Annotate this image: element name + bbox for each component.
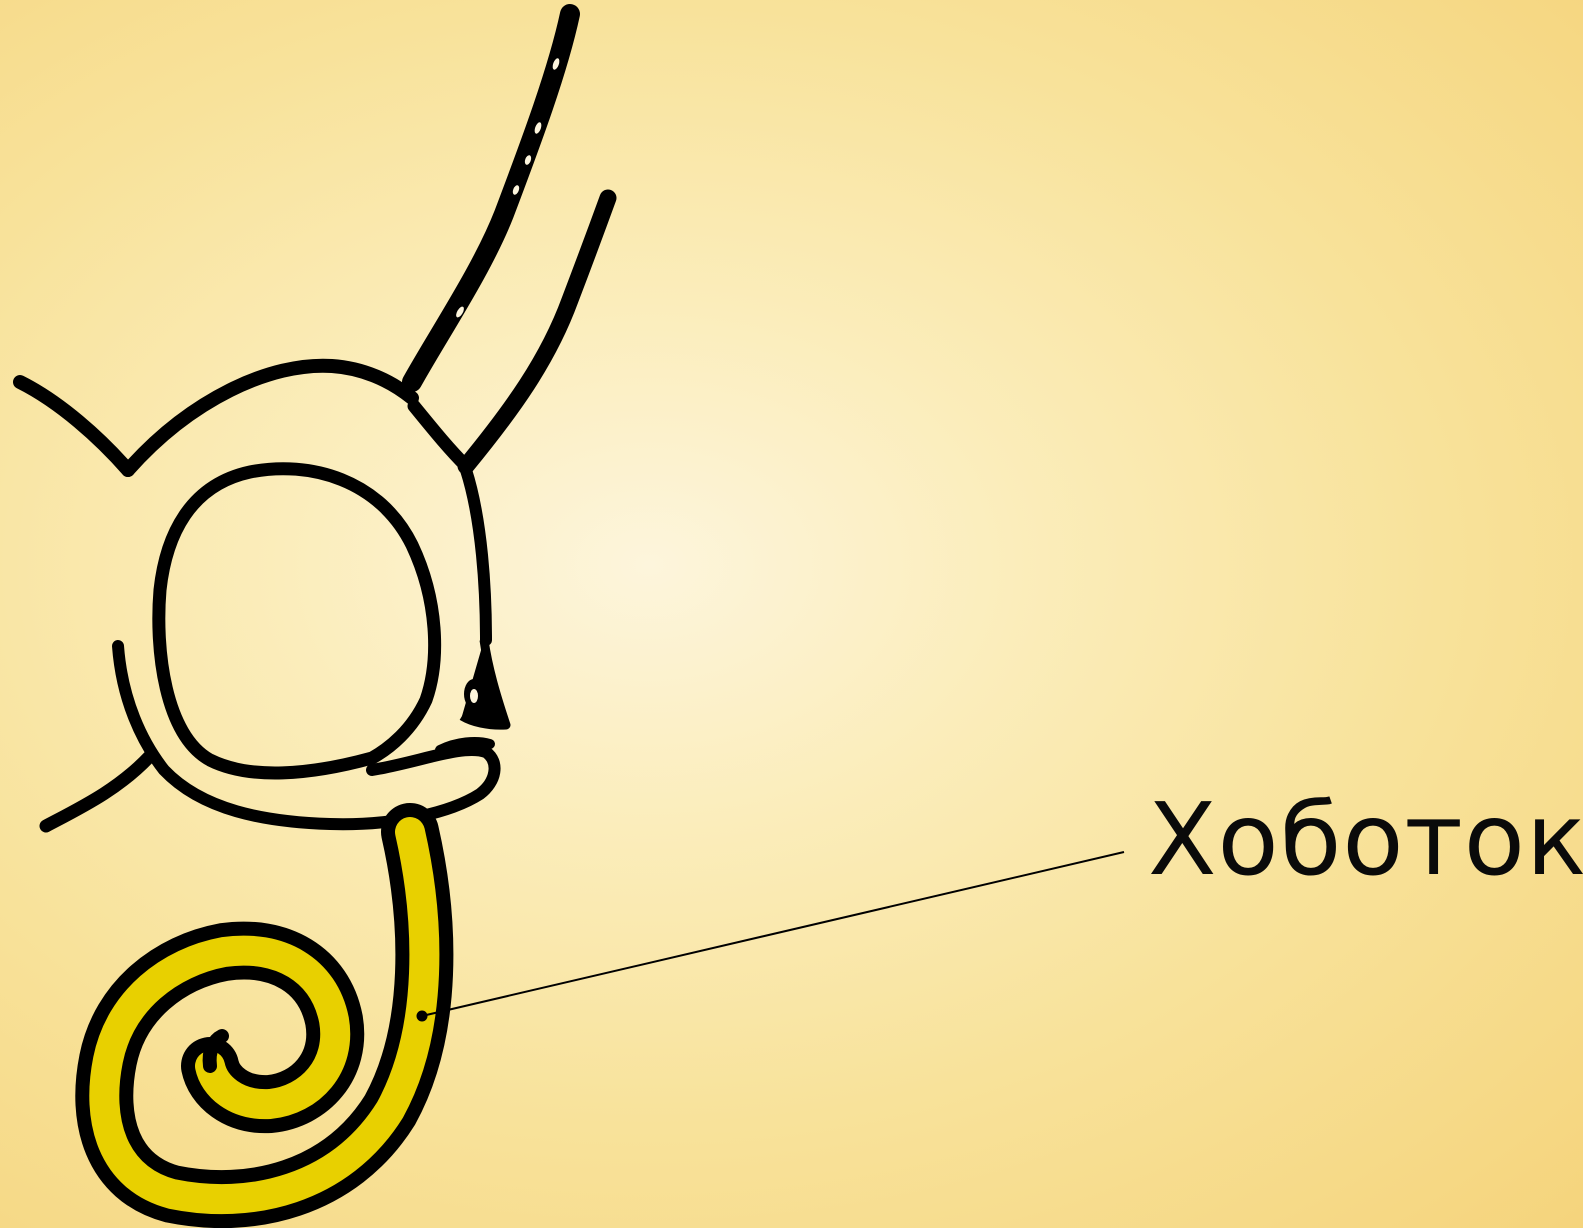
compound-eye — [159, 469, 435, 773]
proboscis-leader — [417, 852, 1125, 1022]
small-mark — [464, 679, 484, 709]
antenna-long — [412, 14, 570, 382]
proboscis — [104, 832, 424, 1199]
proboscis-label: Хоботок — [1148, 780, 1583, 900]
